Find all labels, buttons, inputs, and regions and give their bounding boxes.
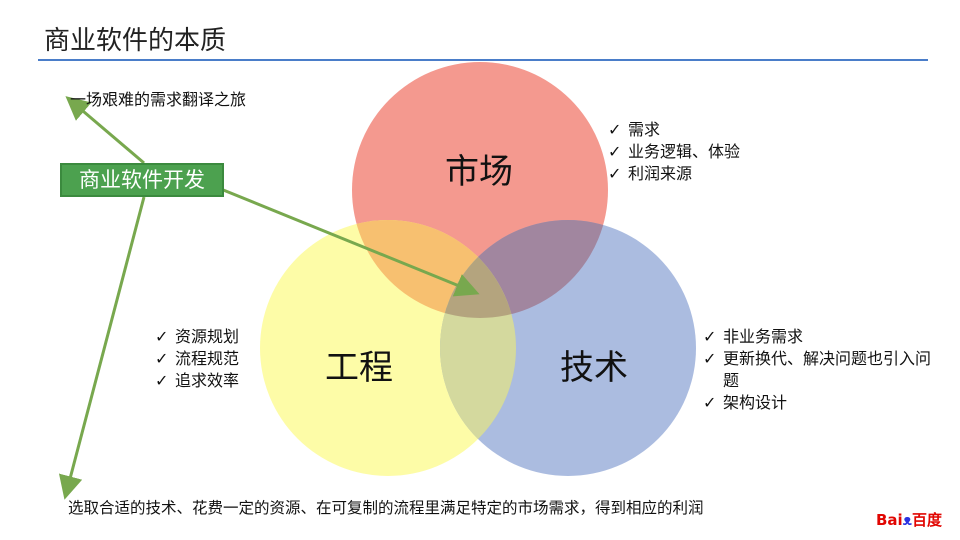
check-icon: ✓ <box>155 371 169 390</box>
market-technology-overlap <box>440 220 608 318</box>
engineering-points-list: ✓资源规划 ✓流程规范 ✓追求效率 <box>155 326 275 392</box>
top-note: 一场艰难的需求翻译之旅 <box>70 90 247 109</box>
list-item: ✓追求效率 <box>155 371 240 390</box>
check-icon: ✓ <box>608 164 622 183</box>
check-icon: ✓ <box>155 327 169 346</box>
arrow-to-bottom-note <box>58 196 146 500</box>
market-points-list: ✓需求 ✓业务逻辑、体验 ✓利润来源 <box>608 119 798 185</box>
paw-icon: ᴥ <box>902 511 912 529</box>
title-underline <box>38 59 928 61</box>
technology-label: 技术 <box>560 348 628 388</box>
check-icon: ✓ <box>608 120 622 139</box>
check-icon: ✓ <box>608 142 622 161</box>
list-item: ✓资源规划 <box>155 327 240 346</box>
list-item: ✓更新换代、解决问题也引入问题 <box>703 349 932 390</box>
list-item: ✓架构设计 <box>703 393 788 412</box>
engineering-label: 工程 <box>325 348 393 388</box>
check-icon: ✓ <box>703 327 717 346</box>
arrow-to-center <box>205 181 480 297</box>
baidu-logo: Baiᴥ百度 <box>876 511 942 529</box>
page-title: 商业软件的本质 <box>44 26 227 56</box>
list-item: ✓非业务需求 <box>703 327 804 346</box>
check-icon: ✓ <box>703 393 717 412</box>
technology-points-list: ✓非业务需求 ✓更新换代、解决问题也引入问题 ✓架构设计 <box>703 326 931 414</box>
list-item: ✓利润来源 <box>608 164 693 183</box>
arrow-to-top-note <box>65 96 145 165</box>
check-icon: ✓ <box>703 349 717 368</box>
list-item: ✓业务逻辑、体验 <box>608 142 741 161</box>
list-item: ✓流程规范 <box>155 349 240 368</box>
list-item: ✓需求 <box>608 120 661 139</box>
check-icon: ✓ <box>155 349 169 368</box>
market-label: 市场 <box>445 152 513 192</box>
center-label-box: 商业软件开发 <box>60 163 224 197</box>
bottom-note: 选取合适的技术、花费一定的资源、在可复制的流程里满足特定的市场需求，得到相应的利… <box>68 499 704 517</box>
